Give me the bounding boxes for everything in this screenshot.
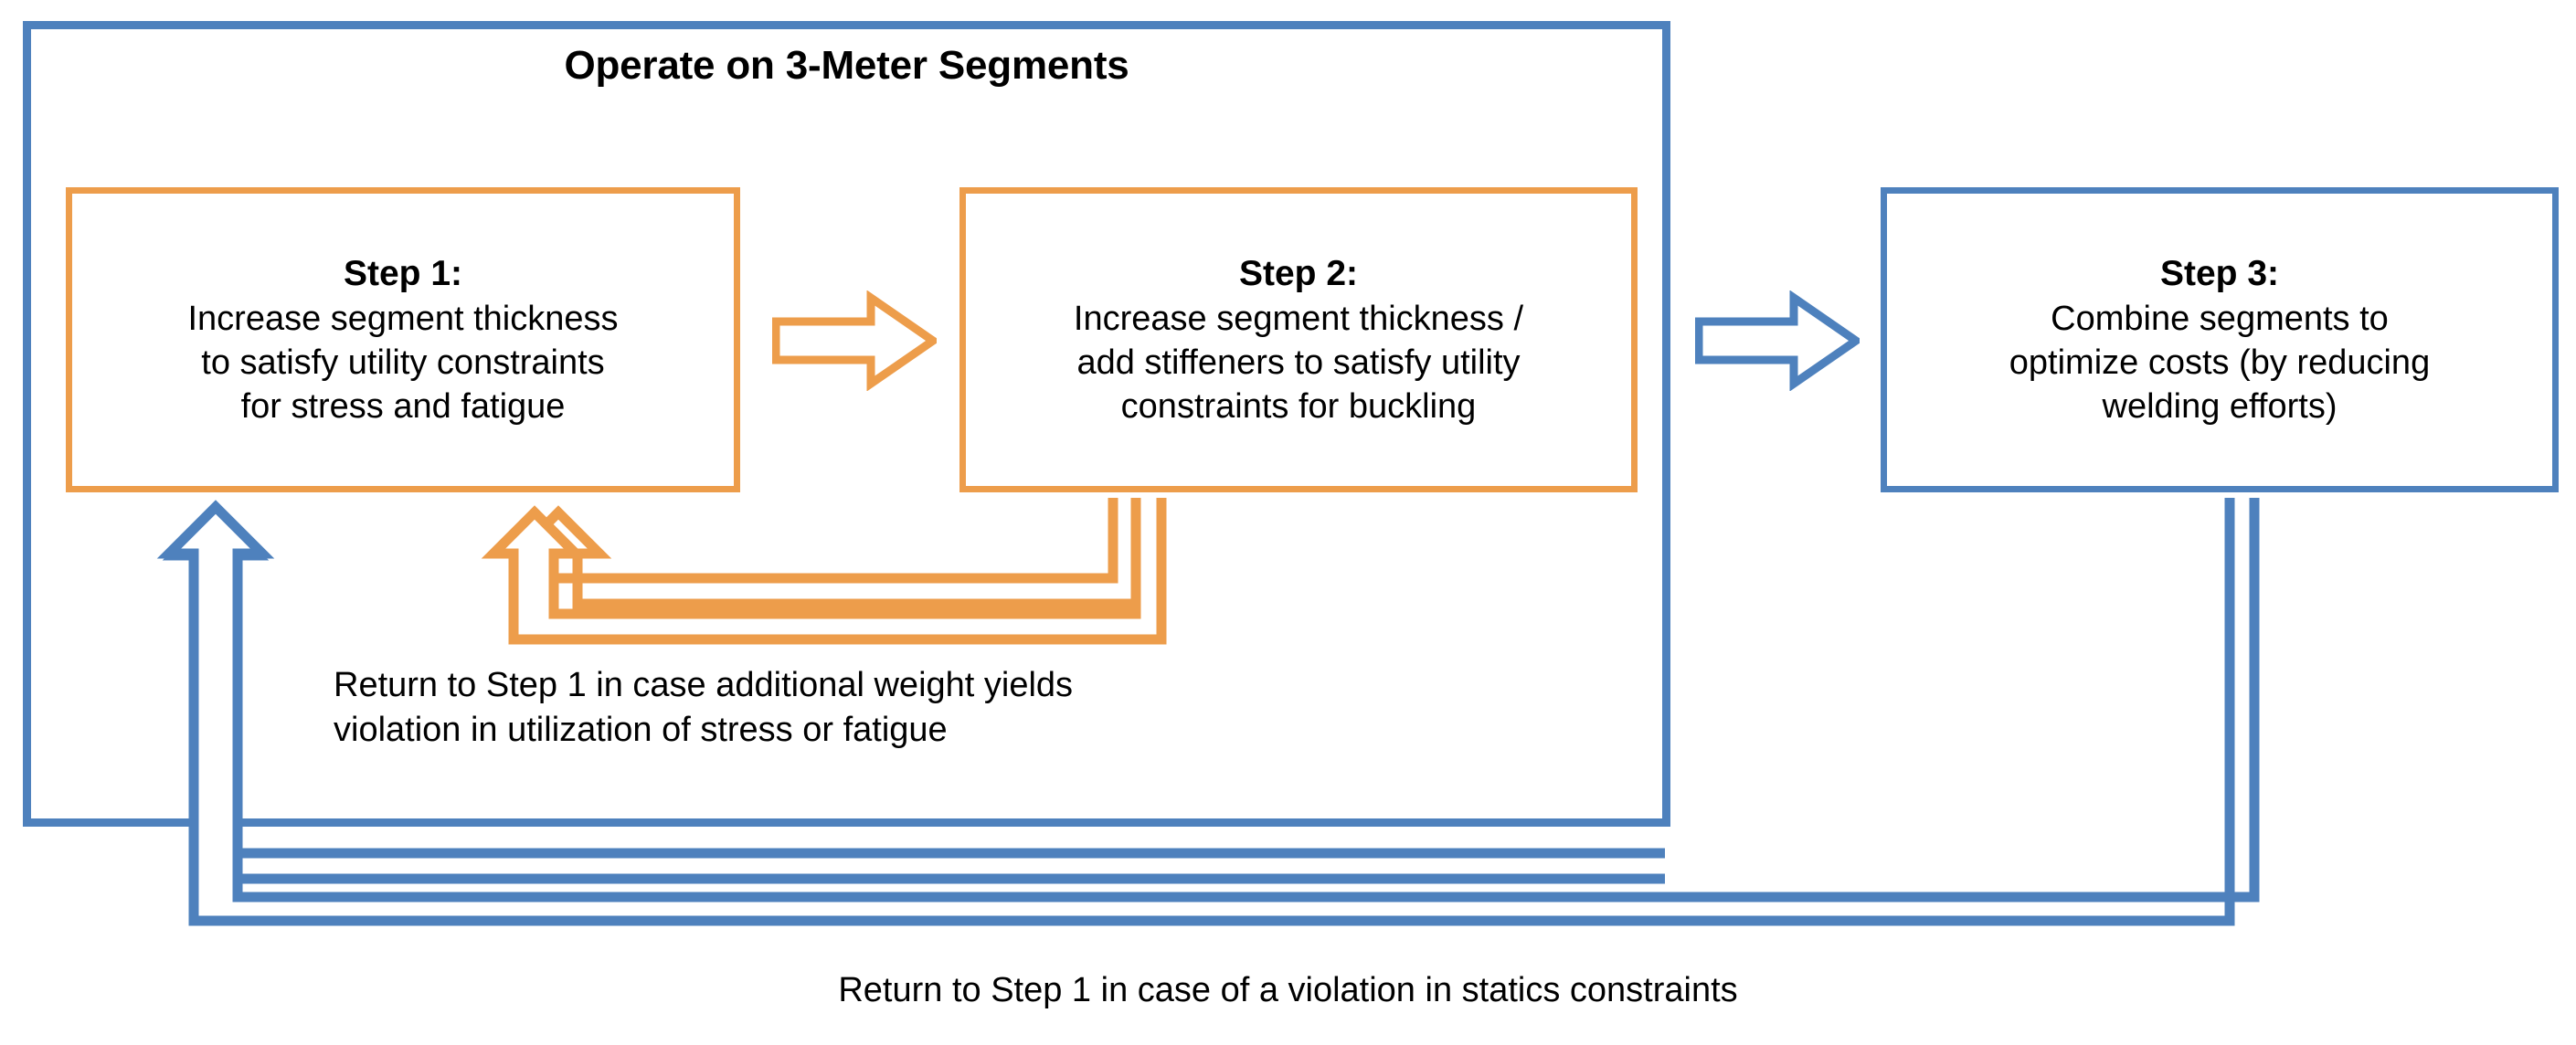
step-1-body: Increase segment thickness to satisfy ut… <box>187 299 619 427</box>
step-2-title: Step 2: <box>1238 253 1359 293</box>
outer-loop-caption: Return to Step 1 in case of a violation … <box>838 971 1738 1009</box>
step-3-body: Combine segments to optimize costs (by r… <box>2009 299 2431 427</box>
right-block-arrow-icon-step1-step2 <box>771 290 940 392</box>
step-2-box[interactable]: Step 2: Increase segment thickness / add… <box>959 187 1638 492</box>
step-3-title: Step 3: <box>2159 253 2280 293</box>
step-2-body: Increase segment thickness / add stiffen… <box>1073 299 1524 427</box>
step-1-box[interactable]: Step 1: Increase segment thickness to sa… <box>66 187 740 492</box>
right-block-arrow-icon-step2-step3 <box>1694 290 1863 392</box>
step-1-title: Step 1: <box>343 253 463 293</box>
step-3-box[interactable]: Step 3: Combine segments to optimize cos… <box>1881 187 2559 492</box>
inner-loop-caption: Return to Step 1 in case additional weig… <box>334 666 1074 750</box>
diagram-title: Operate on 3-Meter Segments <box>564 43 1129 88</box>
